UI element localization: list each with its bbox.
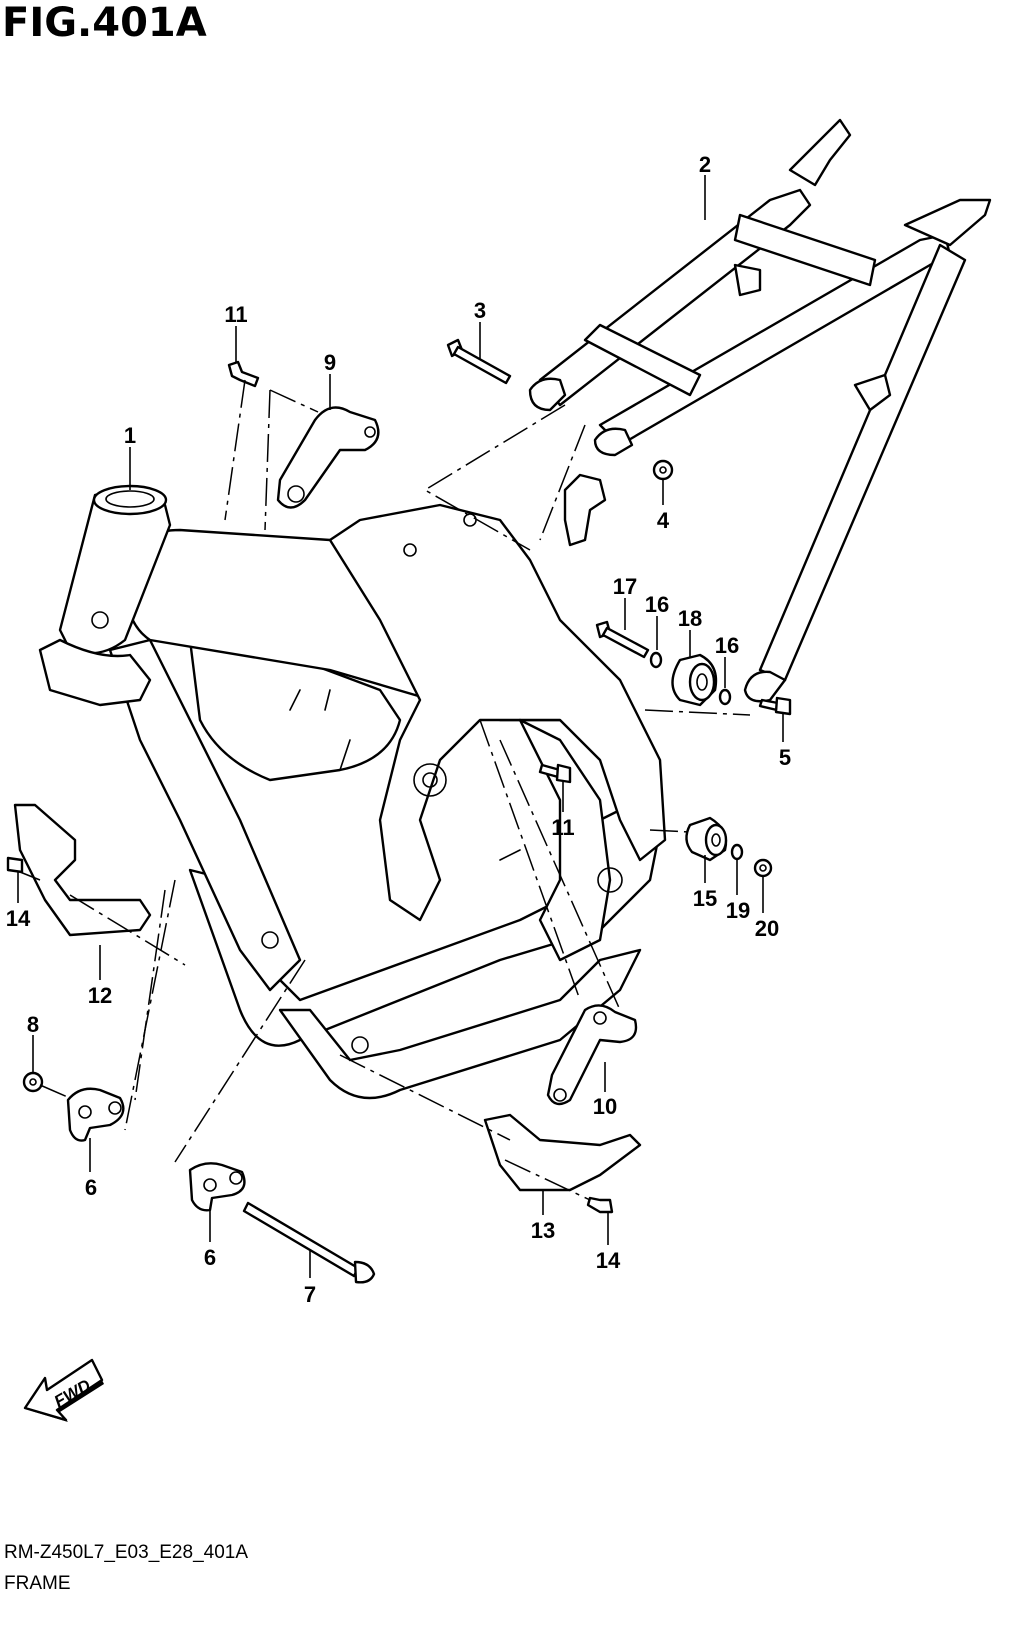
callout-12: 12 bbox=[88, 983, 112, 1008]
nut-8 bbox=[22, 1071, 44, 1093]
subframe-cross-member bbox=[733, 213, 877, 287]
callout-1: 1 bbox=[124, 423, 136, 448]
callout-4: 4 bbox=[657, 508, 670, 533]
callout-9: 9 bbox=[324, 350, 336, 375]
figure-name: FRAME bbox=[4, 1573, 71, 1594]
subframe-lower-lug bbox=[743, 670, 787, 703]
callout-20: 20 bbox=[755, 916, 779, 941]
callout-8: 8 bbox=[27, 1012, 39, 1037]
nut-20 bbox=[753, 858, 773, 878]
callout-16-a: 16 bbox=[645, 592, 669, 617]
callout-19: 19 bbox=[726, 898, 750, 923]
callout-16-b: 16 bbox=[715, 633, 739, 658]
subframe-down-bracket bbox=[563, 473, 607, 547]
callout-11-b: 11 bbox=[551, 815, 574, 840]
callout-13: 13 bbox=[531, 1218, 555, 1243]
frame-guard-left bbox=[13, 803, 152, 937]
bolt-11-upper bbox=[227, 360, 260, 388]
callout-6-b: 6 bbox=[204, 1245, 216, 1270]
frame-skid-rail bbox=[278, 948, 642, 1100]
subframe-front-lug-lower bbox=[593, 427, 634, 457]
frame-guard-right bbox=[483, 1113, 642, 1192]
subframe-tab-small bbox=[733, 263, 762, 297]
roller-15 bbox=[685, 816, 728, 862]
main-frame bbox=[38, 484, 667, 1100]
figure-code: RM-Z450L7_E03_E28_401A bbox=[4, 1542, 249, 1563]
engine-mount-plate-right bbox=[188, 1162, 246, 1212]
callout-numbers: 1 2 3 4 5 6 6 7 8 9 10 11 11 12 13 14 14… bbox=[6, 152, 791, 1307]
callout-6-a: 6 bbox=[85, 1175, 97, 1200]
callout-7: 7 bbox=[304, 1282, 316, 1307]
washer-16-a bbox=[649, 651, 663, 669]
engine-mount-bracket-upper bbox=[276, 406, 380, 509]
bolt-5-head bbox=[774, 696, 792, 716]
bolt-14-right bbox=[586, 1196, 614, 1214]
callout-5: 5 bbox=[779, 745, 791, 770]
callout-3: 3 bbox=[474, 298, 486, 323]
callout-18: 18 bbox=[678, 606, 702, 631]
washer-19 bbox=[730, 843, 744, 861]
callout-17: 17 bbox=[613, 574, 637, 599]
bolt-14-left bbox=[6, 856, 24, 874]
engine-mount-plate-left bbox=[66, 1087, 125, 1142]
subframe-lower-strut bbox=[758, 243, 967, 682]
subframe-tab-side bbox=[853, 373, 892, 412]
engine-mount-bracket-lower bbox=[546, 1004, 638, 1106]
callout-11-a: 11 bbox=[224, 302, 247, 327]
callout-14-b: 14 bbox=[596, 1248, 621, 1273]
fwd-arrow-icon: FWD bbox=[23, 1358, 104, 1422]
subframe-rear-tab-right bbox=[903, 198, 992, 247]
bolt-3 bbox=[446, 338, 512, 385]
bolt-7 bbox=[242, 1201, 376, 1284]
figure-title: FIG.401A bbox=[2, 0, 207, 46]
bolt-11-lower-head bbox=[555, 763, 572, 784]
callout-10: 10 bbox=[593, 1094, 617, 1119]
frame-rear-tube bbox=[518, 718, 612, 962]
callout-2: 2 bbox=[699, 152, 711, 177]
subframe-front-lug-upper bbox=[528, 377, 567, 412]
bolt-17 bbox=[595, 620, 650, 659]
frame-down-tube bbox=[108, 638, 302, 992]
rear-subframe bbox=[528, 118, 992, 703]
subframe-mount-bracket bbox=[583, 323, 702, 397]
callout-15: 15 bbox=[693, 886, 717, 911]
leader-lines bbox=[17, 175, 784, 1278]
subframe-rear-tab-left bbox=[788, 118, 852, 187]
nut-4 bbox=[652, 459, 674, 481]
assembly-lines bbox=[19, 379, 751, 1201]
washer-16-b bbox=[718, 688, 732, 706]
roller-18 bbox=[671, 653, 718, 707]
frame-gusset bbox=[38, 638, 152, 707]
callout-14-a: 14 bbox=[6, 906, 31, 931]
frame-pivot-section bbox=[328, 503, 667, 922]
